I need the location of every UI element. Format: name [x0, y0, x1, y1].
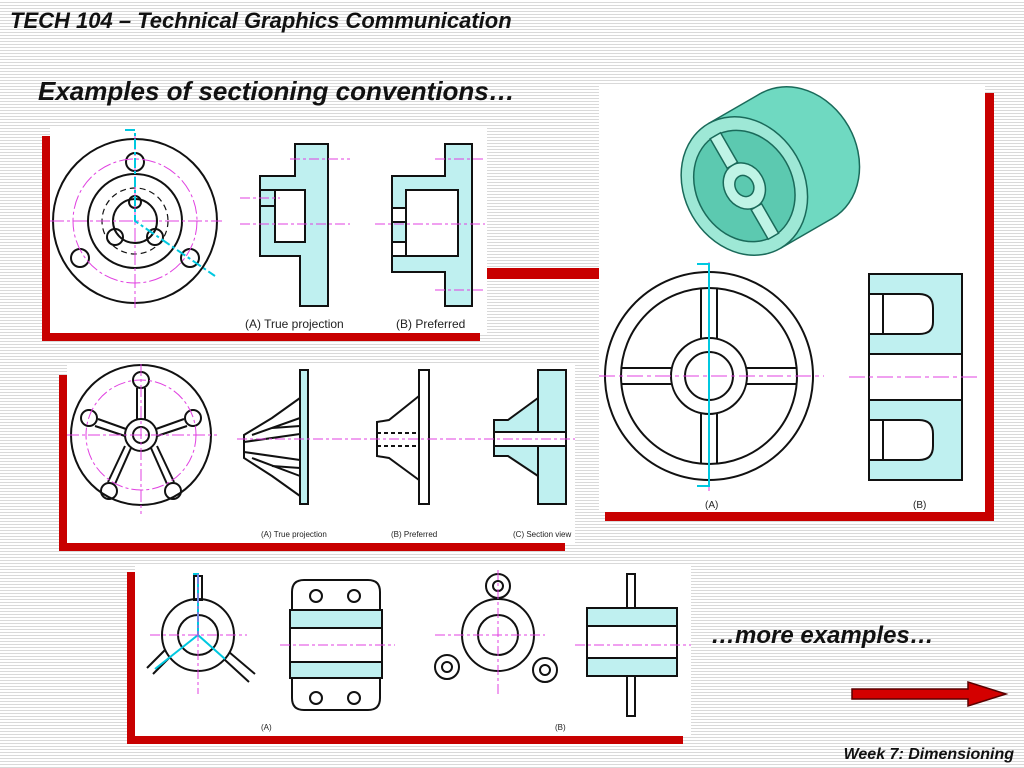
bracket-fig4-bottom [127, 736, 683, 744]
slide-footer: Week 7: Dimensioning [843, 746, 1014, 763]
figure-3-drawing: (A) (B) [599, 86, 979, 511]
bracket-connector [487, 268, 599, 279]
figure-1-caption-b: (B) Preferred [396, 317, 465, 331]
figure-2-caption-c: (C) Section view [513, 530, 571, 539]
bracket-fig2-left [59, 375, 67, 551]
slide-subtitle: Examples of sectioning conventions… [38, 76, 515, 106]
bracket-fig1-left [42, 136, 50, 341]
figure-4-caption-b: (B) [555, 723, 566, 732]
figure-4-drawing: (A) (B) [146, 570, 691, 732]
bracket-fig1-bottom [42, 333, 480, 341]
bracket-fig2-bottom [59, 543, 565, 551]
figure-3-caption-a: (A) [705, 500, 718, 511]
figure-4-caption-a: (A) [261, 723, 272, 732]
figure-2-caption-b: (B) Preferred [391, 530, 437, 539]
figure-3-panel: (A) (B) [599, 86, 985, 512]
more-examples-text: …more examples… [711, 622, 934, 649]
figure-2-caption-a: (A) True projection [261, 530, 327, 539]
right-arrow-icon[interactable] [850, 680, 1010, 710]
bracket-fig3-bottom [605, 512, 994, 521]
figure-1-caption-a: (A) True projection [245, 317, 344, 331]
bracket-fig3-right [985, 93, 994, 521]
figure-1-drawing: (A) True projection (B) Preferred [50, 129, 485, 331]
figure-4-panel: (A) (B) [135, 564, 691, 736]
figure-2-panel: (A) True projection (B) Preferred (C) Se… [67, 364, 575, 543]
figure-3-caption-b: (B) [913, 500, 926, 511]
figure-2-drawing: (A) True projection (B) Preferred (C) Se… [67, 364, 575, 539]
bracket-fig4-left [127, 572, 135, 744]
slide-title: TECH 104 – Technical Graphics Communicat… [10, 8, 512, 33]
figure-1-panel: (A) True projection (B) Preferred [50, 126, 487, 333]
